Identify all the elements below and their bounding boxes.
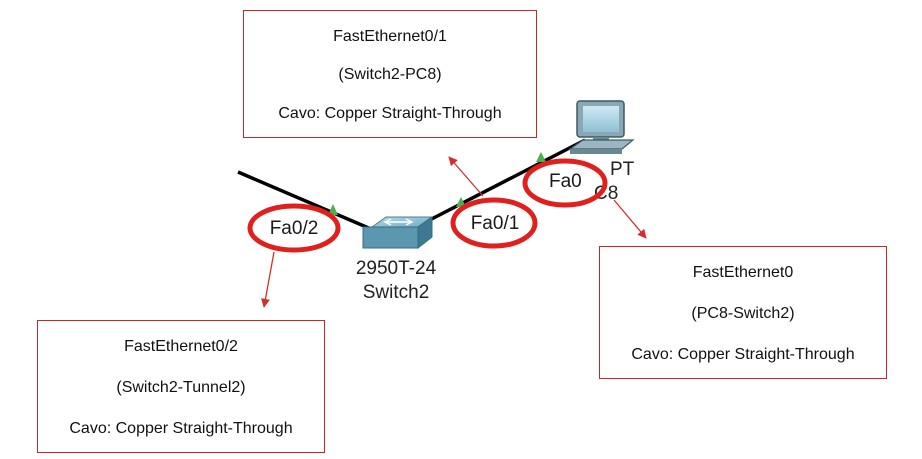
highlight-circle-fa0 (522, 158, 608, 208)
pc-icon[interactable] (568, 100, 635, 154)
callout-fa0-cable: Cavo: Copper Straight-Through (631, 345, 855, 363)
pc-name-label: C8 (594, 183, 618, 204)
port-label-fa0: Fa0 (549, 171, 582, 192)
callout-fa01-interface: FastEthernet0/1 (333, 28, 447, 45)
arrow-fa01-to-callout (448, 156, 484, 197)
port-label-fa01: Fa0/1 (471, 213, 520, 234)
callout-fa0-interface: FastEthernet0 (692, 264, 794, 281)
callout-fa01-cable: Cavo: Copper Straight-Through (278, 104, 502, 122)
callout-fa02-interface: FastEthernet0/2 (124, 338, 238, 355)
callout-fa02: FastEthernet0/2 (Switch2-Tunnel2) Cavo: … (37, 320, 325, 453)
port-label-bg-fa01 (461, 208, 529, 236)
callout-fa01: FastEthernet0/1 (Switch2-PC8) Cavo: Copp… (243, 10, 537, 138)
link-light-fa0 (536, 152, 546, 162)
cable-switch2-tunnel2 (237, 170, 379, 234)
arrow-fa02-to-callout (260, 251, 275, 308)
switch-name-label: Switch2 (363, 282, 430, 303)
cable-switch2-pc8 (419, 138, 586, 227)
callout-fa02-cable: Cavo: Copper Straight-Through (69, 419, 293, 437)
callout-fa02-connection: (Switch2-Tunnel2) (116, 378, 246, 396)
highlight-circle-fa02 (247, 203, 341, 253)
arrow-fa0-to-callout (613, 199, 647, 239)
port-label-bg-fa0 (547, 166, 592, 192)
switch-icon[interactable] (362, 216, 434, 250)
link-light-fa02 (328, 204, 338, 215)
link-light-fa01 (456, 197, 466, 207)
pc-model-label: PT (610, 159, 635, 180)
port-label-bg-fa02 (259, 213, 325, 241)
port-label-fa02: Fa0/2 (270, 218, 319, 239)
callout-fa0: FastEthernet0 (PC8-Switch2) Cavo: Copper… (599, 246, 887, 379)
highlight-circle-fa01 (450, 197, 538, 249)
switch-model-label: 2950T-24 (356, 258, 437, 279)
callout-fa01-connection: (Switch2-PC8) (338, 66, 442, 84)
callout-fa0-connection: (PC8-Switch2) (691, 304, 795, 322)
